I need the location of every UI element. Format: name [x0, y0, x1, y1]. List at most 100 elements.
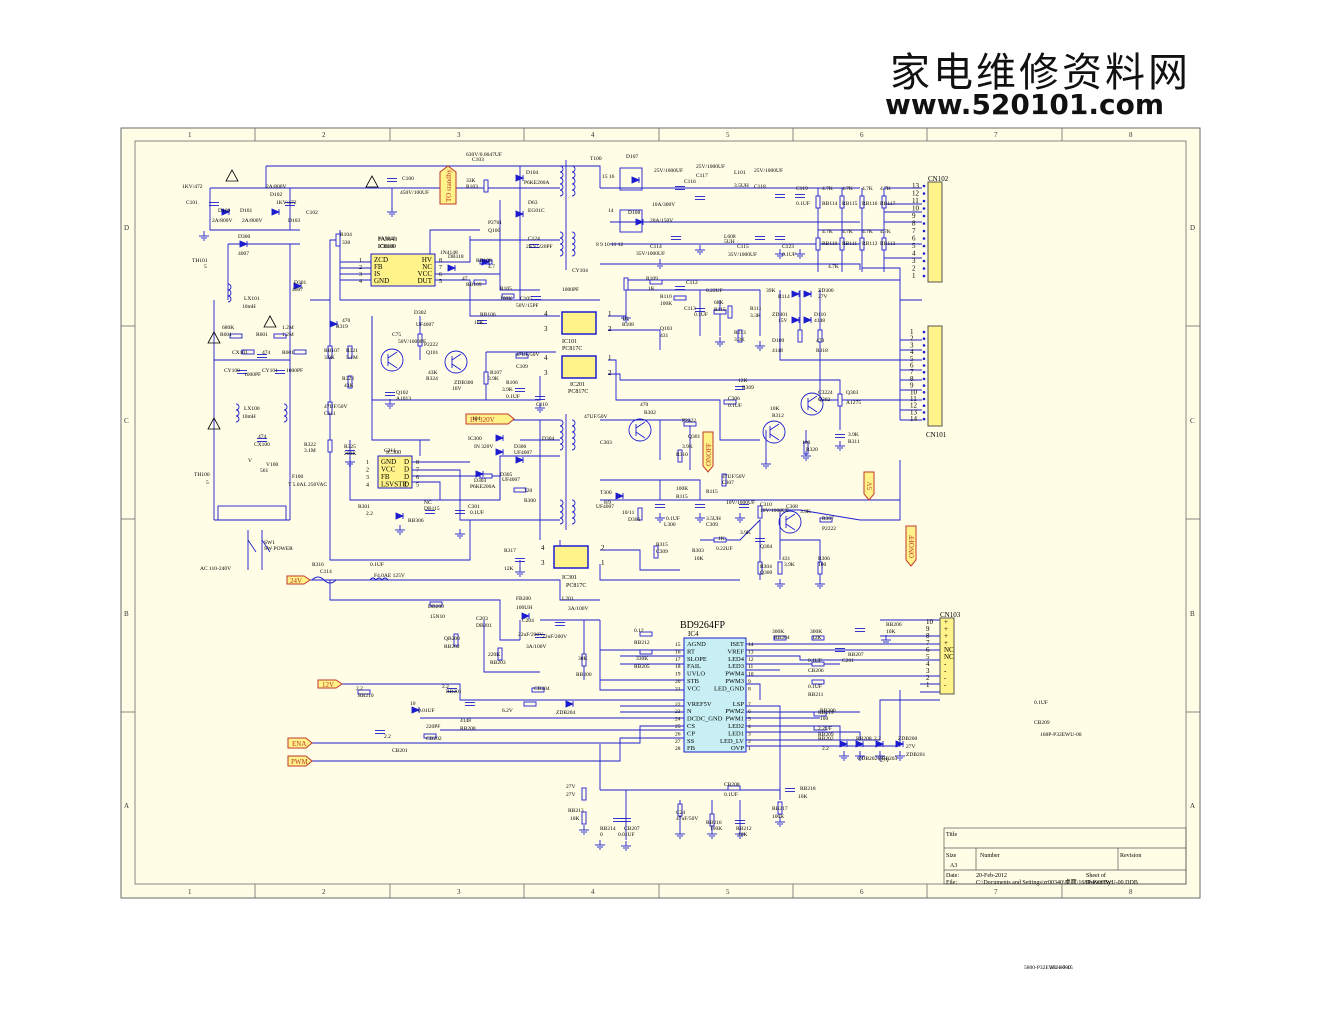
cn102-pin-number: 6: [912, 235, 916, 243]
component-label: 330K: [636, 656, 648, 662]
component-label: 33K: [466, 178, 476, 184]
component-label: C310: [760, 502, 772, 508]
component-label: Q300: [760, 570, 772, 576]
component-label: 474: [262, 350, 271, 356]
bd9264-right-pin-number: 14: [748, 642, 754, 648]
component-label: QB200: [444, 636, 460, 642]
resistor-symbol: [815, 237, 821, 251]
bd9264-right-pin-number: 7: [748, 702, 751, 708]
component-label: 10K: [770, 406, 780, 412]
component-label: 12K: [504, 566, 514, 572]
component-label: R324: [426, 376, 438, 382]
bd9264-right-pin-number: 10: [748, 672, 754, 678]
ic100-right-pin-name: DUT: [418, 277, 433, 285]
transistor-emitter: [635, 431, 646, 439]
ic300-left-pin-name: LSVSTR: [381, 481, 407, 489]
watermark-url: www.520101.com: [885, 88, 1164, 121]
component-label: 3.9K: [800, 509, 811, 515]
component-label: 35V/1000UF: [728, 252, 757, 258]
component-label: 47UF/50V: [722, 474, 746, 480]
component-label: RB200: [576, 672, 592, 678]
diode-symbol: [565, 700, 575, 708]
bd9264-left-pin-number: 16: [675, 649, 681, 655]
wire-segment: [608, 359, 760, 441]
diode-symbol: [495, 448, 505, 456]
bd9264-left-pin-number: 25: [675, 724, 681, 730]
ic300-right-pin-number: 6: [416, 475, 419, 481]
component-label: C124: [528, 236, 540, 242]
bd9264-left-pin-name: AGND: [687, 641, 706, 648]
component-label: 3.9K: [784, 562, 795, 568]
resistor-symbol: [483, 371, 489, 385]
wire-segment: [213, 300, 291, 361]
component-label: C123: [782, 244, 794, 250]
component-label: CY104: [572, 268, 588, 274]
component-label: P2222: [424, 342, 438, 348]
wire-segment: [746, 731, 861, 740]
component-label: 2.2: [356, 686, 363, 692]
resistor-symbol: [727, 305, 733, 319]
bd9264-right-pin-number: 4: [748, 724, 751, 730]
resistor-symbol: [773, 635, 787, 641]
component-label: 0.22UF: [716, 546, 733, 552]
ic301-pin4: 4: [541, 544, 545, 552]
component-label: C113: [684, 306, 696, 312]
component-label: 2KV/220PF: [526, 244, 553, 250]
resistor-symbol: [347, 345, 353, 359]
component-label: 4007: [238, 251, 249, 257]
component-label: 10K: [570, 816, 580, 822]
resistor-symbol: [815, 195, 821, 209]
component-label: ZD301: [772, 312, 788, 318]
component-label: 22uF/200V: [542, 634, 567, 640]
component-label: RB212: [736, 826, 752, 832]
component-label: 27V: [880, 758, 890, 764]
resistor-symbol: [581, 653, 587, 667]
component-label: Q100: [488, 228, 500, 234]
component-label: 4.7K: [842, 229, 853, 235]
ic300-left-pin-name: GND: [381, 458, 396, 466]
component-label: 3.1M: [304, 448, 316, 454]
component-label: Q101: [426, 350, 438, 356]
wire-segment: [626, 289, 761, 336]
bd9264-right-pin-number: 11: [748, 664, 754, 670]
component-label: 50V/1000PF: [398, 339, 426, 345]
component-label: R307: [822, 516, 834, 522]
flag-ena: ENA: [287, 737, 313, 749]
component-label: FA5643: [378, 236, 396, 242]
cn102-pin-number: 7: [912, 227, 916, 235]
cn103-pin-mark: NC: [944, 646, 954, 654]
wire-segment: [779, 290, 900, 361]
ic100-left-pin-number: 3: [359, 272, 362, 278]
component-label: ZDB200: [898, 736, 918, 742]
cn102-pin-number: 10: [912, 205, 920, 213]
component-label: 5800-P32EWU-0000: [1024, 965, 1071, 971]
component-label: P2222: [822, 526, 836, 532]
component-label: 10mH: [242, 304, 256, 310]
component-label: 0.01UF: [418, 708, 435, 714]
cn102-pin-dot: [922, 267, 926, 270]
resistor-symbol: [335, 233, 341, 247]
cn101-pin-number: 8: [910, 375, 914, 383]
component-label: 100K: [676, 486, 688, 492]
component-label: C115: [737, 244, 749, 250]
component-label: D304: [542, 436, 554, 442]
cn103-pin-number: 4: [926, 660, 930, 668]
frame-col-label-top: 3: [457, 131, 461, 139]
component-label: C204: [522, 618, 534, 624]
ic100-left-pin-number: 1: [359, 258, 362, 264]
component-label: 1000PF: [562, 287, 579, 293]
component-label: RB207: [848, 652, 864, 658]
cn103-pin-number: 7: [926, 639, 930, 647]
component-label: V100: [266, 462, 278, 468]
component-label: D108: [628, 210, 640, 216]
component-label: 200K: [344, 451, 356, 457]
component-label: 47: [462, 276, 468, 282]
cn101-pin-dot: [922, 357, 926, 361]
component-label: RB113: [880, 241, 896, 247]
resistor-symbol: [479, 473, 493, 479]
ic300-left-pin-number: 1: [366, 460, 369, 466]
inductor-turn: [235, 415, 240, 423]
ic100-right-pin-number: 5: [439, 279, 442, 285]
